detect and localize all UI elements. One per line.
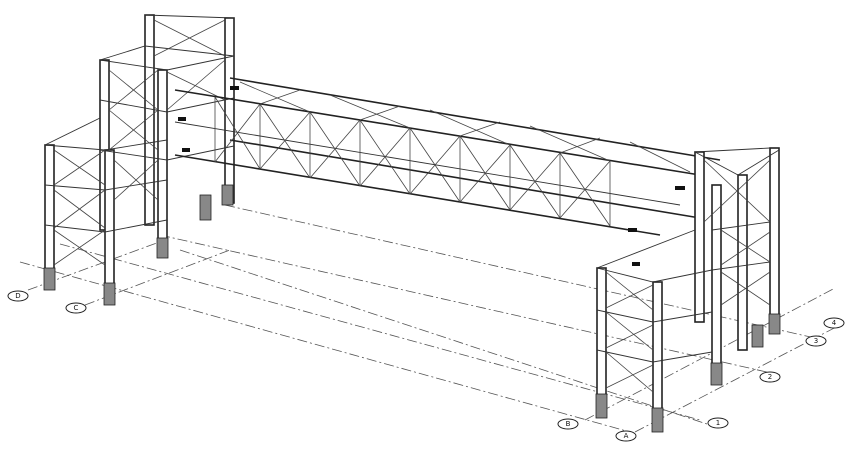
svg-text:2: 2 — [768, 373, 772, 381]
right-tower-column — [694, 151, 705, 323]
connection-plate — [178, 117, 186, 121]
right-tower — [596, 147, 780, 411]
left-tower-column — [44, 144, 55, 271]
grid-line-c — [59, 243, 701, 421]
right-tower-column — [769, 147, 780, 329]
footing — [156, 237, 169, 259]
left-tower-column — [104, 149, 115, 286]
svg-text:4: 4 — [832, 319, 837, 327]
footing — [710, 362, 723, 386]
grid-bubble-c: C — [65, 302, 87, 314]
right-tower-column — [711, 184, 722, 366]
grid-line-3 — [224, 204, 816, 339]
truss-bracing — [214, 81, 691, 227]
grid-bubble-d: D — [7, 290, 29, 302]
grid-line-a — [634, 324, 841, 433]
left-tower — [44, 14, 235, 286]
grid-line-d — [19, 261, 631, 433]
right-tower-column — [652, 281, 663, 411]
svg-text:A: A — [624, 432, 629, 440]
footing — [768, 313, 781, 335]
left-tower-column — [224, 17, 235, 204]
footing — [751, 324, 764, 348]
connection-plate — [632, 262, 640, 266]
svg-text:1: 1 — [716, 419, 720, 427]
grid-bubble-4: 4 — [823, 317, 845, 329]
footing — [651, 407, 664, 433]
footing — [595, 393, 608, 419]
grid-line-2 — [159, 234, 781, 376]
left-tower-column — [157, 69, 168, 256]
connection-plate — [628, 228, 637, 232]
svg-text:3: 3 — [814, 337, 818, 345]
connection-plate — [675, 186, 685, 190]
footing — [221, 184, 234, 206]
grid-line-b — [584, 287, 836, 421]
footing — [199, 194, 212, 221]
left-tower-footings — [43, 184, 234, 306]
svg-text:D: D — [15, 292, 20, 300]
grid-bubble-1: 1 — [707, 417, 729, 429]
grid-bubble-3: 3 — [805, 335, 827, 347]
right-tower-column — [596, 267, 607, 397]
right-tower-footings — [595, 313, 781, 433]
connection-plate — [230, 86, 239, 90]
grid-bubble-2: 2 — [759, 371, 781, 383]
bridge-truss — [174, 77, 721, 266]
svg-text:C: C — [74, 304, 79, 312]
footing — [43, 267, 56, 291]
footing — [103, 282, 116, 306]
grid-line-1 — [179, 249, 711, 426]
connection-plate — [182, 148, 190, 152]
svg-text:B: B — [566, 420, 571, 428]
grid-bubble-a: A — [615, 430, 637, 442]
grid-bubble-b: B — [557, 418, 579, 430]
grid-bubbles: D C B A 1 2 3 4 — [7, 290, 845, 442]
right-tower-column — [737, 174, 748, 351]
